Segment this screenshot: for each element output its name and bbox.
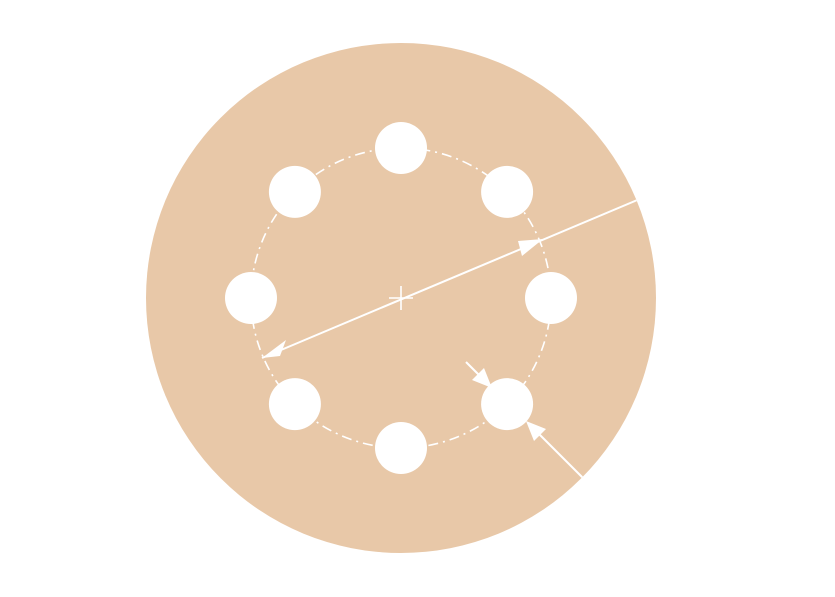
arrowhead-icon	[472, 368, 492, 388]
bolt-hole	[481, 378, 534, 431]
bolt-hole	[525, 272, 577, 324]
bolt-hole	[375, 422, 427, 474]
bolt-hole	[268, 378, 321, 431]
bolt-hole	[225, 272, 277, 324]
bolt-hole	[268, 165, 321, 218]
bolt-hole	[481, 165, 534, 218]
arrowhead-icon	[262, 340, 286, 358]
arrowhead-icon	[518, 239, 543, 256]
bolt-hole	[375, 122, 427, 174]
bolt-circle-diameter-line	[261, 181, 656, 359]
arrowhead-icon	[526, 421, 546, 441]
bolt-holes-group	[225, 122, 577, 474]
plus-cross-icon	[389, 286, 413, 310]
